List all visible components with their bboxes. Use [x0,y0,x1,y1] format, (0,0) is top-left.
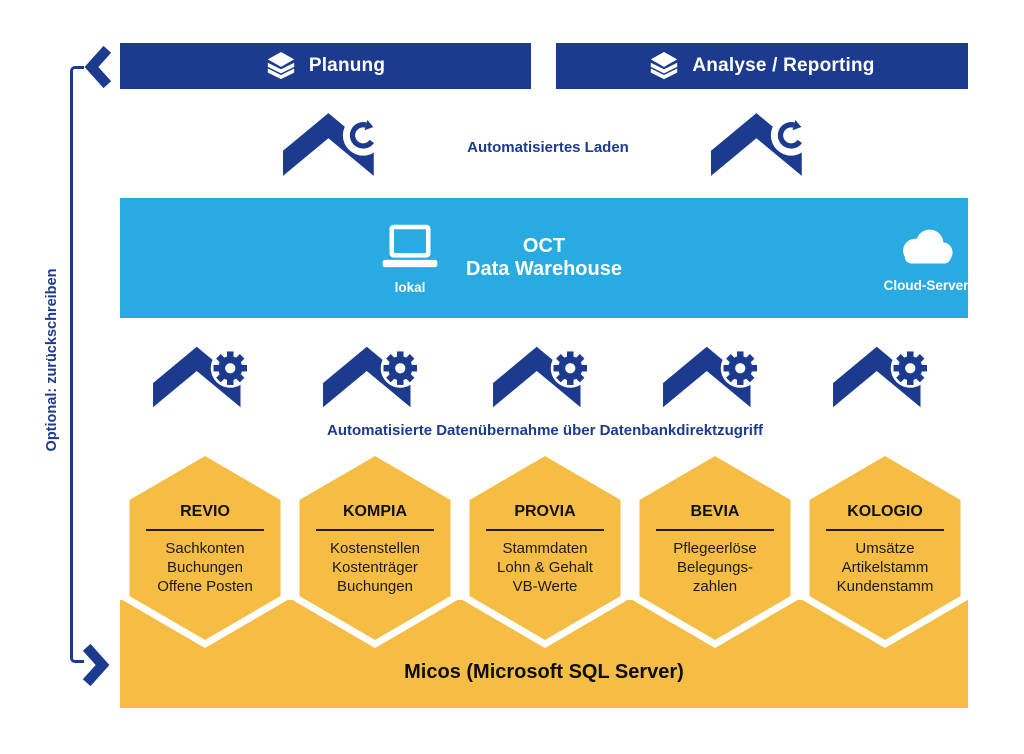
writeback-connector-line [70,66,84,663]
hexagon-item: Offene Posten [157,578,253,595]
oct-data-warehouse-band: lokal OCT Data Warehouse Cloud-Server [120,198,968,318]
hexagon-kompia: KOMPIA Kostenstellen Kostenträger Buchun… [290,448,460,648]
hexagon-content: PROVIA Stammdaten Lohn & Gehalt VB-Werte [470,502,620,596]
hexagon-revio: REVIO Sachkonten Buchungen Offene Posten [120,448,290,648]
hexagon-content: KOMPIA Kostenstellen Kostenträger Buchun… [300,502,450,596]
warehouse-title-line1: OCT [522,235,566,257]
hexagon-bevia: BEVIA Pflegeerlöse Belegungs- zahlen [630,448,800,648]
hexagon-divider [826,529,944,531]
hexagon-item: Buchungen [337,578,413,595]
hexagon-title: REVIO [180,503,230,520]
hexagon-item: VB-Werte [512,578,578,595]
local-label: lokal [394,280,426,295]
hexagon-provia: PROVIA Stammdaten Lohn & Gehalt VB-Werte [460,448,630,648]
warehouse-title: OCT Data Warehouse [466,235,622,281]
banner-planung-label: Planung [308,55,386,76]
hexagon-item: Buchungen [167,559,243,576]
chevron-up-gear-icon [493,346,590,408]
hexagon-divider [656,529,774,531]
hexagon-title: KOLOGIO [847,503,923,520]
hexagon-content: BEVIA Pflegeerlöse Belegungs- zahlen [640,502,790,596]
banner-planung: Planung [120,43,531,89]
chevron-up-refresh-icon [283,110,395,176]
chevron-up-gear-icon [833,346,930,408]
automated-load-label: Automatisiertes Laden [467,139,629,156]
chevron-up-gear-icon [663,346,760,408]
chevron-up-gear-icon [153,346,250,408]
hexagon-title: KOMPIA [343,503,407,520]
hexagon-divider [146,529,264,531]
hexagon-item: Kostenstellen [329,540,421,557]
chevron-up-gear-icon [323,346,420,408]
writeback-label: Optional: zurückschreiben [44,268,60,452]
hexagon-item: Kundenstamm [836,578,934,595]
chevron-right-icon [82,641,110,689]
hexagon-content: KOLOGIO Umsätze Artikelstamm Kundenstamm [810,502,960,596]
layers-icon [267,52,295,80]
hexagon-item: Stammdaten [502,540,588,557]
hexagon-item: Sachkonten [165,540,245,557]
automated-transfer-label: Automatisierte Datenübernahme über Daten… [327,422,763,439]
hexagon-item: Pflegeerlöse [673,540,757,557]
cloud-icon [903,229,953,264]
cloud-server-label: Cloud-Server [883,278,969,293]
hexagon-content: REVIO Sachkonten Buchungen Offene Posten [130,502,280,596]
hexagon-item: zahlen [692,578,738,595]
hexagon-item: Kostenträger [332,559,418,576]
chevron-up-refresh-icon [711,110,823,176]
hexagon-item: Lohn & Gehalt [497,559,593,576]
layers-icon [651,52,678,80]
warehouse-title-line2: Data Warehouse [466,258,622,280]
banner-analyse-label: Analyse / Reporting [692,55,875,76]
laptop-icon [379,224,441,272]
cloud-server-group: Cloud-Server [866,224,986,293]
hexagon-item: Umsätze [855,540,915,557]
hexagon-divider [486,529,604,531]
hexagon-divider [316,529,434,531]
banner-analyse-reporting: Analyse / Reporting [556,43,968,89]
hexagon-kologio: KOLOGIO Umsätze Artikelstamm Kundenstamm [800,448,970,648]
hexagon-title: BEVIA [690,503,740,520]
hexagon-title: PROVIA [514,503,576,520]
sql-server-label: Micos (Microsoft SQL Server) [404,661,684,683]
local-server-group: lokal [350,224,470,295]
chevron-left-icon [84,43,112,91]
hexagon-item: Belegungs- [677,559,753,576]
hexagon-item: Artikelstamm [841,559,929,576]
